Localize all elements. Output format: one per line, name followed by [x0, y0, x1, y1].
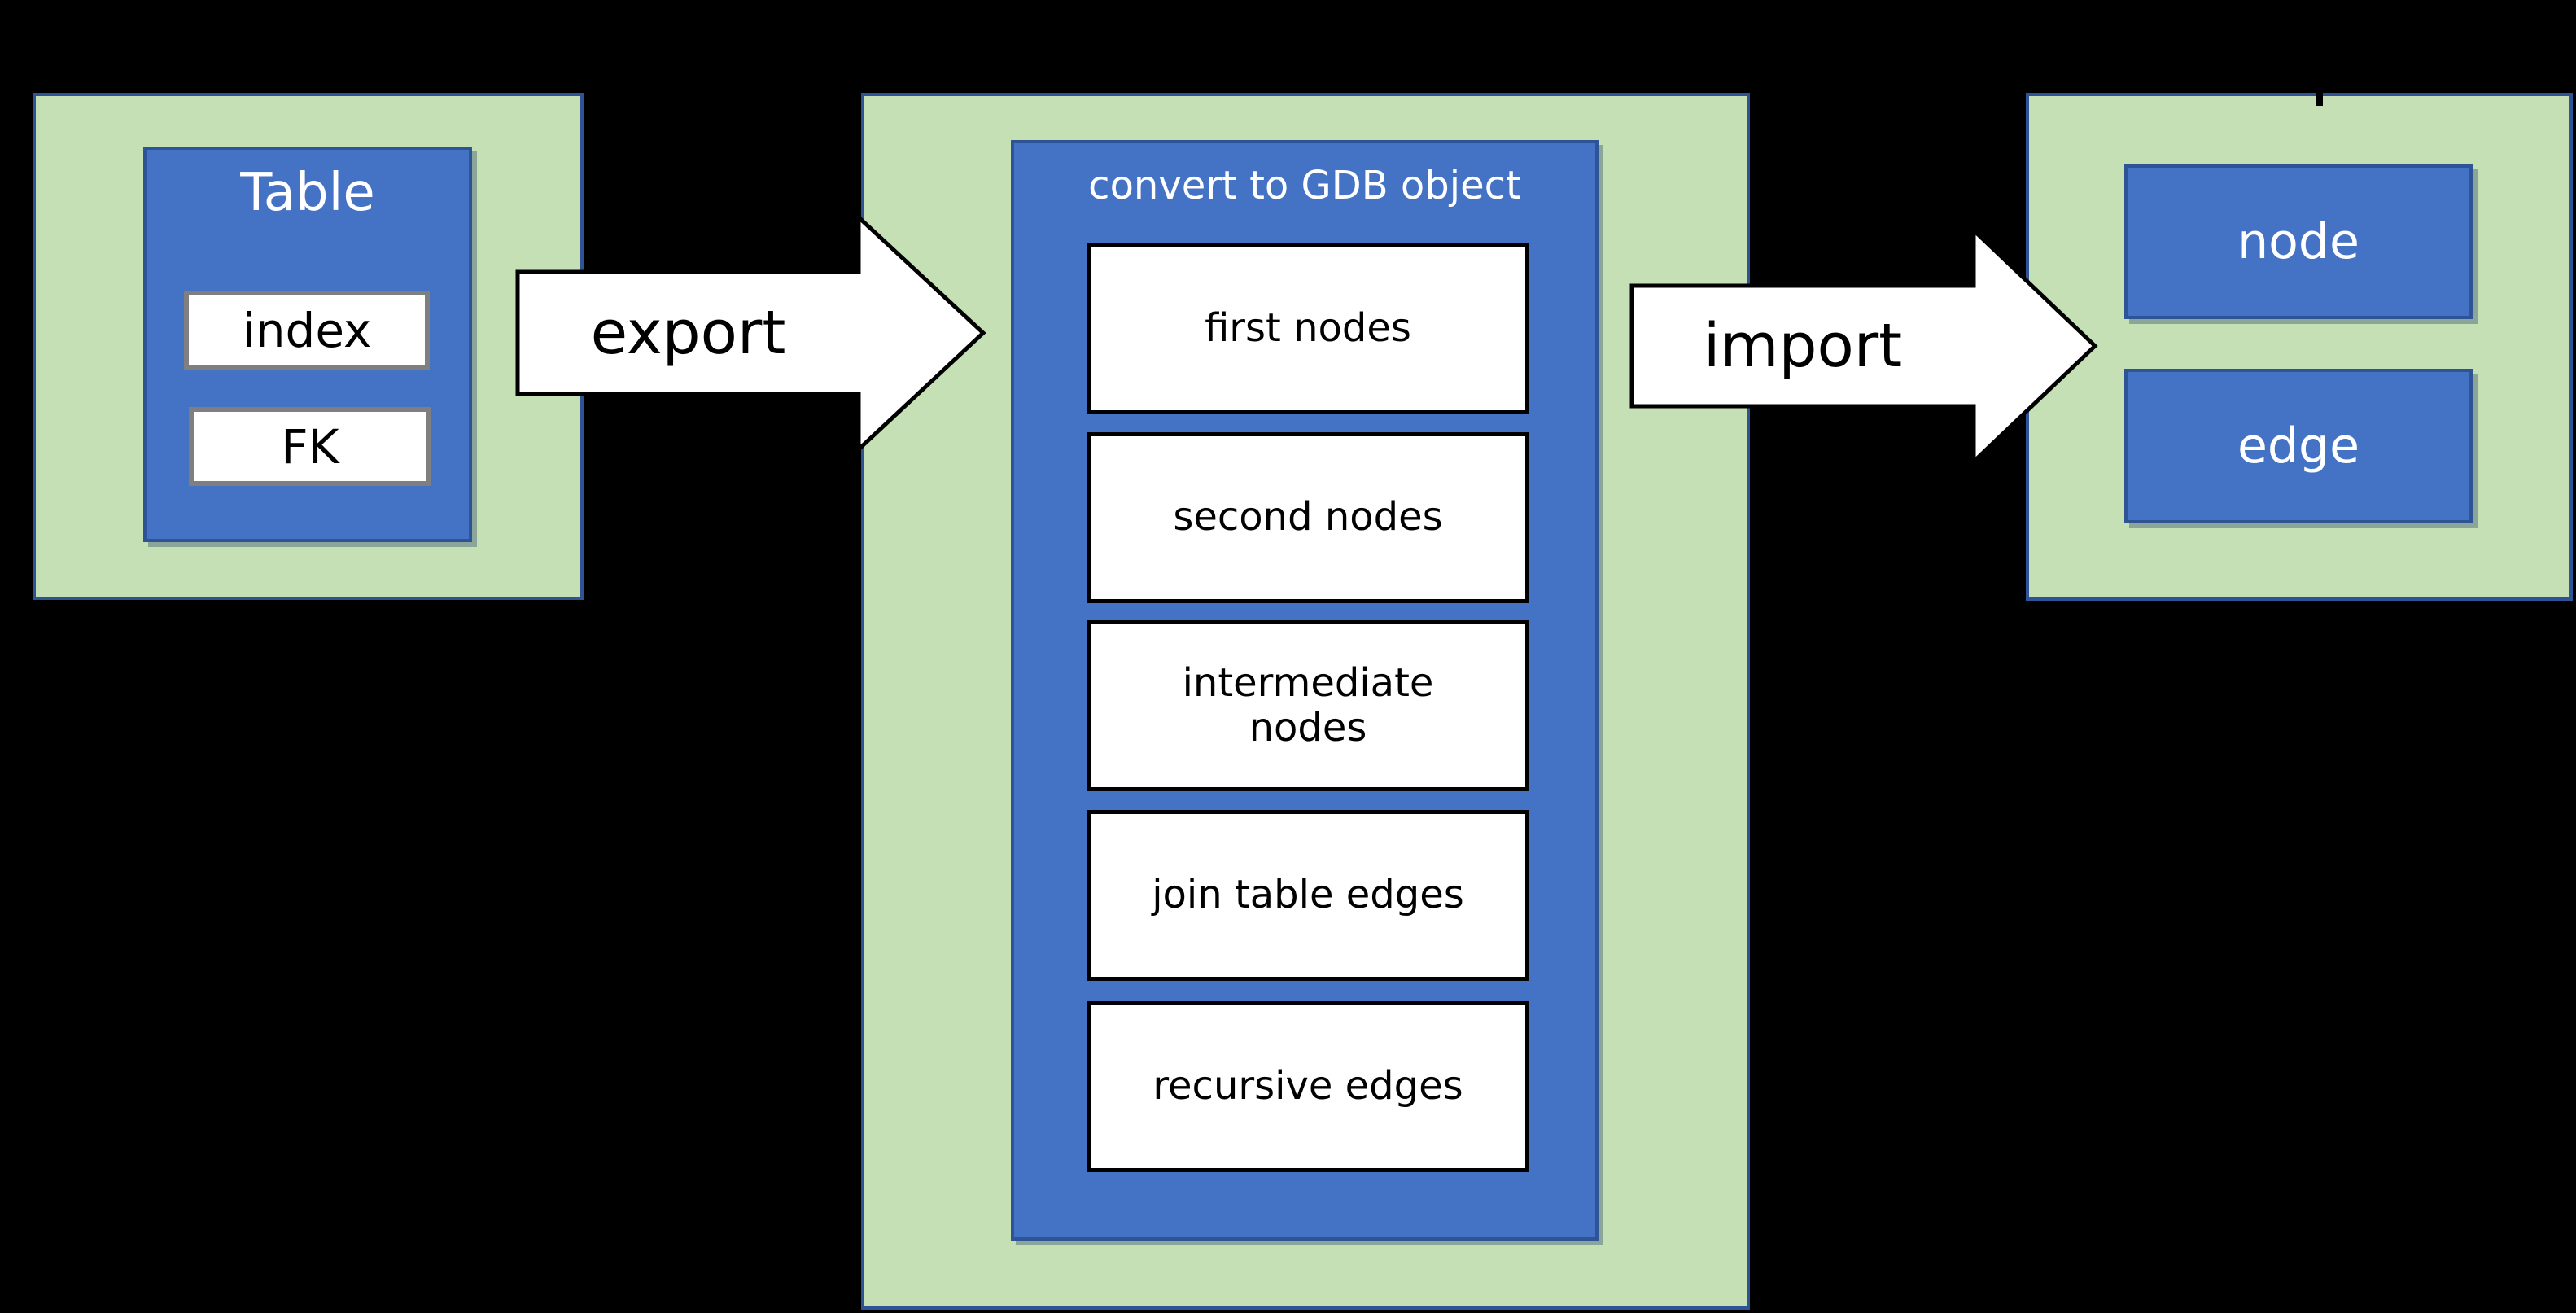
step-second-nodes: second nodes [1087, 432, 1529, 603]
import-label: import [1703, 311, 1903, 381]
node-label: node [2237, 213, 2360, 270]
node-box: node [2124, 164, 2473, 319]
edge-box: edge [2124, 369, 2473, 523]
step-join-table-edges: join table edges [1087, 810, 1529, 981]
index-field: index [184, 291, 430, 370]
step-intermediate-nodes: intermediate nodes [1087, 620, 1529, 791]
step-second-nodes-label: second nodes [1173, 494, 1443, 541]
step-first-nodes: first nodes [1087, 243, 1529, 414]
export-label: export [590, 298, 786, 368]
edge-label: edge [2237, 418, 2360, 475]
step-recursive-edges-label: recursive edges [1152, 1063, 1463, 1109]
export-arrow [515, 212, 986, 454]
table-title: Table [240, 163, 375, 223]
export-arrow-shape [515, 212, 986, 454]
step-intermediate-nodes-label: intermediate nodes [1182, 659, 1434, 751]
import-arrow-shape [1629, 225, 2098, 466]
import-arrow [1629, 225, 2098, 466]
step-first-nodes-label: first nodes [1205, 305, 1411, 352]
fk-field: FK [189, 407, 431, 486]
step-join-table-edges-label: join table edges [1152, 872, 1464, 918]
cropped-text-descender [2316, 78, 2323, 106]
convert-box-header: convert to GDB object [1088, 163, 1521, 208]
step-recursive-edges: recursive edges [1087, 1001, 1529, 1172]
